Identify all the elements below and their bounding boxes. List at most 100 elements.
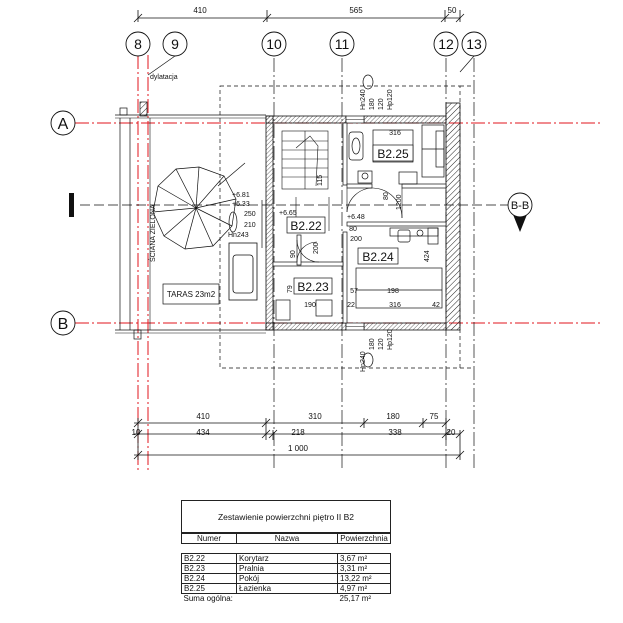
window-top-h: 120 <box>378 98 385 110</box>
door-tag-1 <box>228 211 238 233</box>
row-area: 4,97 m² <box>337 583 391 594</box>
green-wall-label: ŚCIANA ZIELONA <box>148 204 157 262</box>
window-bottom-hn: Hn240 <box>360 351 367 372</box>
level-6-81: +6.81 <box>232 192 250 199</box>
table-row: B2.23 Pralnia 3,31 m² <box>181 563 391 574</box>
terrace-label: TARAS 23m2 <box>167 290 216 299</box>
header-powierzchnia: Powierzchnia <box>337 533 391 544</box>
window-tag-top: Hn240 180 120 Hp120 <box>360 74 394 110</box>
svg-text:13: 13 <box>466 36 482 52</box>
window-bottom-h: 120 <box>378 338 385 350</box>
svg-text:B2.23: B2.23 <box>297 280 329 294</box>
row-num: B2.25 <box>181 583 237 594</box>
area-table: Numer Nazwa Powierzchnia B2.22 Korytarz … <box>181 533 391 603</box>
dim-316-top: 316 <box>389 130 401 137</box>
table-row: B2.25 Łazienka 4,97 m² <box>181 583 391 594</box>
row-num: B2.24 <box>181 573 237 584</box>
table-row: B2.22 Korytarz 3,67 m² <box>181 553 391 564</box>
dim-115: 115 <box>317 175 324 186</box>
door-height-210: 210 <box>244 222 256 229</box>
svg-text:11: 11 <box>335 36 350 52</box>
svg-text:B2.22: B2.22 <box>290 219 322 233</box>
bottom-dim-180: 180 <box>386 412 400 421</box>
window-bottom-w: 180 <box>369 338 376 350</box>
bottom-dim-218: 218 <box>291 428 305 437</box>
axis-bubble-B: B <box>50 310 76 336</box>
table-title: Zestawienie powierzchni piętro II B2 <box>181 500 391 533</box>
window-top-w: 180 <box>369 98 376 110</box>
window-tag-bottom: Hn240 180 120 Hp120 <box>360 329 394 372</box>
row-name: Pralnia <box>236 563 338 574</box>
bottom-dim-75: 75 <box>430 412 439 421</box>
door-swings <box>296 187 403 263</box>
dim-190: 190 <box>304 302 316 309</box>
svg-text:12: 12 <box>438 36 454 52</box>
top-dimension-line <box>133 10 465 23</box>
window-bottom-hp: Hp120 <box>387 329 394 350</box>
axis-bubble-A: A <box>50 110 76 136</box>
bottom-dim-410: 410 <box>196 412 210 421</box>
table-header-row: Numer Nazwa Powierzchnia <box>181 533 391 544</box>
terrace-label-box <box>162 283 220 305</box>
room-b224: B2.24 <box>357 247 399 265</box>
top-dim-3: 50 <box>448 6 457 15</box>
section-marker-bb: B-B <box>507 192 533 232</box>
bottom-dimension-lines <box>133 418 465 460</box>
dim-79: 79 <box>287 285 294 293</box>
table-row: B2.24 Pokój 13,22 m² <box>181 573 391 584</box>
row-num: B2.22 <box>181 553 237 564</box>
dim-200-vertical: 200 <box>313 242 320 254</box>
dim-424: 424 <box>424 250 431 262</box>
dim-57: 57 <box>350 288 358 295</box>
dim-42: 42 <box>432 302 440 309</box>
svg-text:B-B: B-B <box>511 200 529 212</box>
bottom-dim-20: 20 <box>447 428 456 437</box>
room-b223: B2.23 <box>293 277 333 295</box>
top-dim-1: 410 <box>193 6 207 15</box>
row-name: Korytarz <box>236 553 338 564</box>
terrace <box>115 101 266 340</box>
dim-1200: 1200 <box>396 194 403 210</box>
svg-text:10: 10 <box>266 36 282 52</box>
bottom-dim-total: 1 000 <box>288 444 309 453</box>
row-name: Pokój <box>236 573 338 584</box>
bottom-dim-10: 10 <box>132 428 141 437</box>
header-numer: Numer <box>181 533 237 544</box>
level-6-48: +6.48 <box>347 214 365 221</box>
desk-and-chair-icon <box>389 227 439 245</box>
svg-text:B2.25: B2.25 <box>377 147 409 161</box>
room-b225: B2.25 <box>372 144 414 162</box>
dim-198: 198 <box>387 288 399 295</box>
level-6-33: +6.33 <box>232 201 250 208</box>
axis-bubble-10: 10 <box>261 31 287 57</box>
bottom-dim-434: 434 <box>196 428 210 437</box>
dim-80: 80 <box>349 226 357 233</box>
axis-bubble-9: 9 <box>162 31 188 57</box>
stairs <box>281 130 330 231</box>
row-name: Łazienka <box>236 583 338 594</box>
svg-text:B: B <box>58 316 69 333</box>
bottom-dim-310: 310 <box>308 412 322 421</box>
bottom-dim-338: 338 <box>388 428 402 437</box>
svg-text:B2.24: B2.24 <box>362 250 394 264</box>
door-width-250: 250 <box>244 211 256 218</box>
row-num: B2.23 <box>181 563 237 574</box>
axis-bubble-11: 11 <box>329 31 355 57</box>
dylatacja-label: dylatacja <box>150 74 178 81</box>
room-b222: B2.22 <box>286 216 326 234</box>
level-6-65: +6.65 <box>279 210 297 217</box>
row-area: 3,31 m² <box>337 563 391 574</box>
dim-90: 90 <box>290 250 297 258</box>
dim-22: 22 <box>347 302 355 309</box>
dim-316-bottom: 316 <box>389 302 401 309</box>
section-marker-left <box>69 193 74 217</box>
lounge-chair-icon <box>228 242 258 301</box>
bed-icon <box>355 267 443 309</box>
window-top-hn: Hn240 <box>360 89 367 110</box>
row-area: 3,67 m² <box>337 553 391 564</box>
dim-80-vertical: 80 <box>383 192 390 200</box>
axis-bubble-13: 13 <box>461 31 487 57</box>
axis-bubble-8: 8 <box>125 31 151 57</box>
sum-value: 25,17 m² <box>339 594 372 603</box>
